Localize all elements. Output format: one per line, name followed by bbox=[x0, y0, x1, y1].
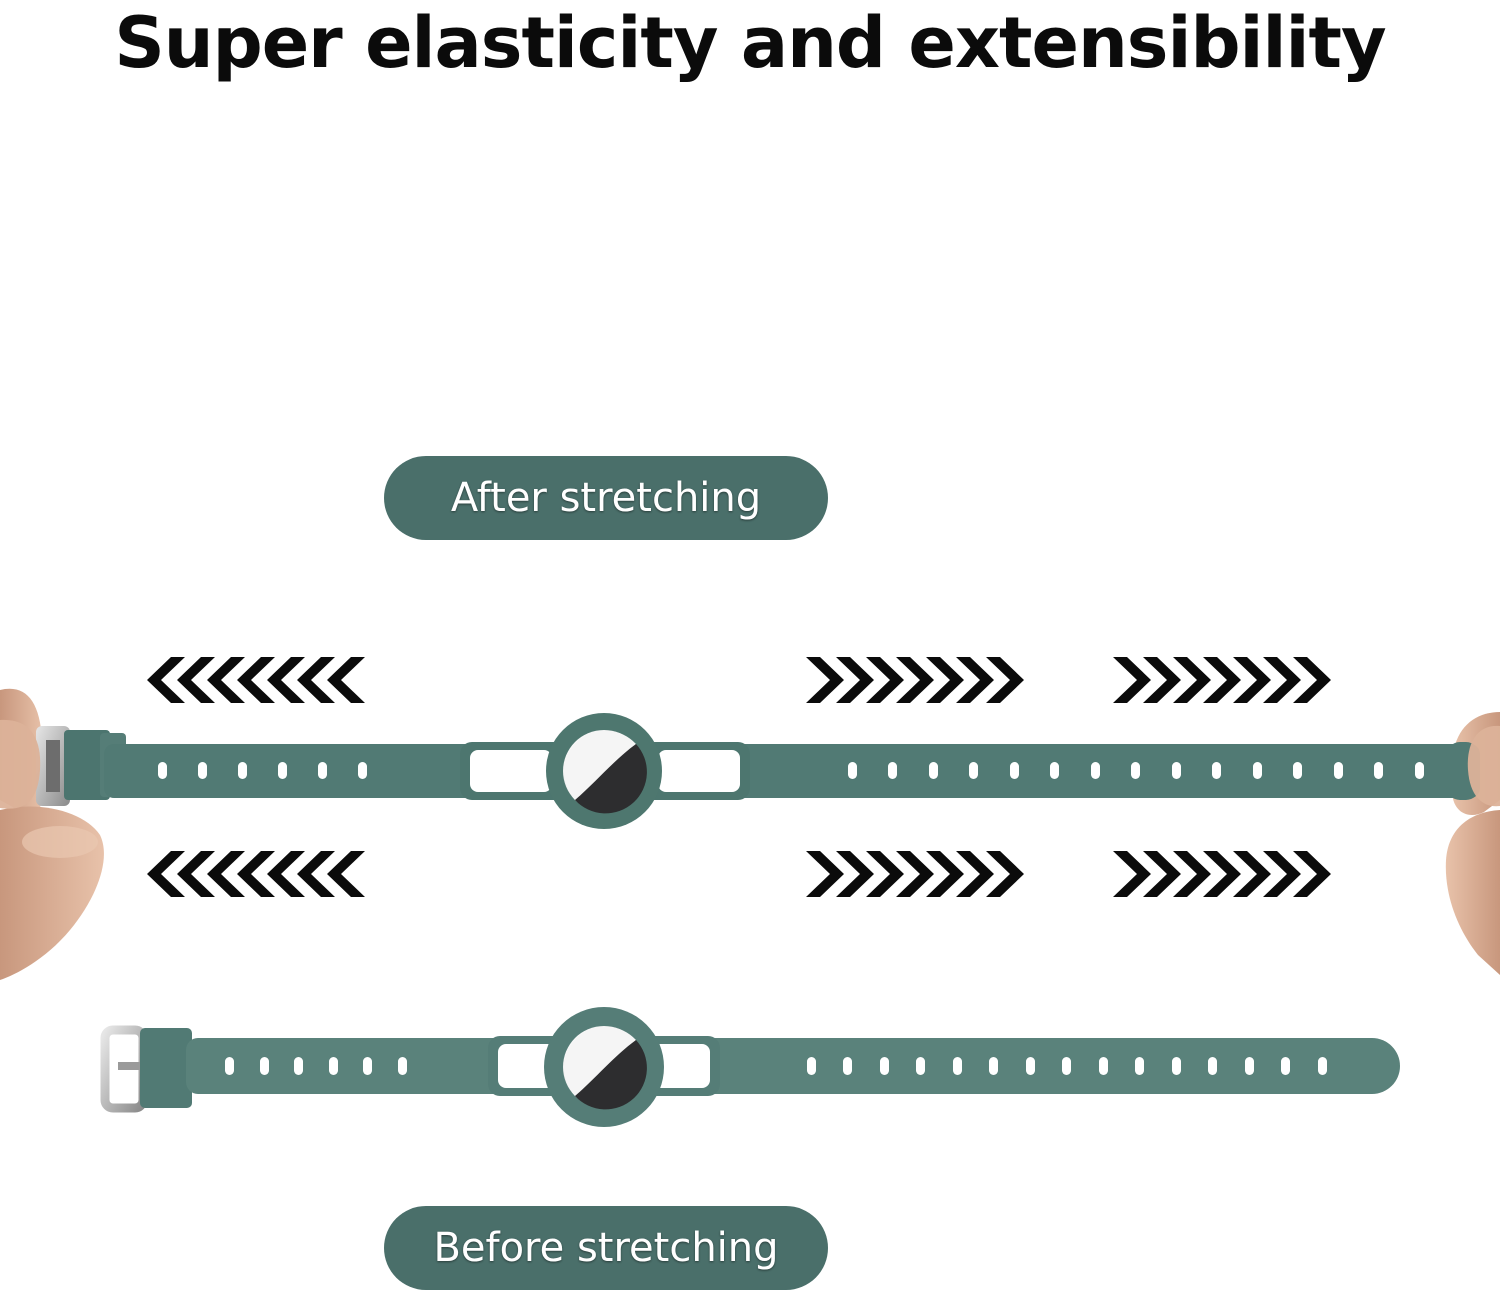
tracker-disc-icon bbox=[563, 1026, 647, 1110]
tracker-disc-icon bbox=[563, 730, 647, 814]
left-chevrons-icon bbox=[147, 851, 365, 897]
right-chevrons-icon bbox=[806, 657, 1331, 703]
buckle-icon bbox=[100, 1025, 192, 1113]
unstretched-strap bbox=[100, 1007, 1400, 1127]
left-chevrons-icon bbox=[147, 657, 365, 703]
before-stretching-label: Before stretching bbox=[384, 1206, 828, 1290]
stretched-strap bbox=[36, 713, 1480, 829]
after-stretching-label: After stretching bbox=[384, 456, 828, 540]
right-chevrons-icon bbox=[806, 851, 1331, 897]
headline: Super elasticity and extensibility bbox=[114, 2, 1386, 84]
